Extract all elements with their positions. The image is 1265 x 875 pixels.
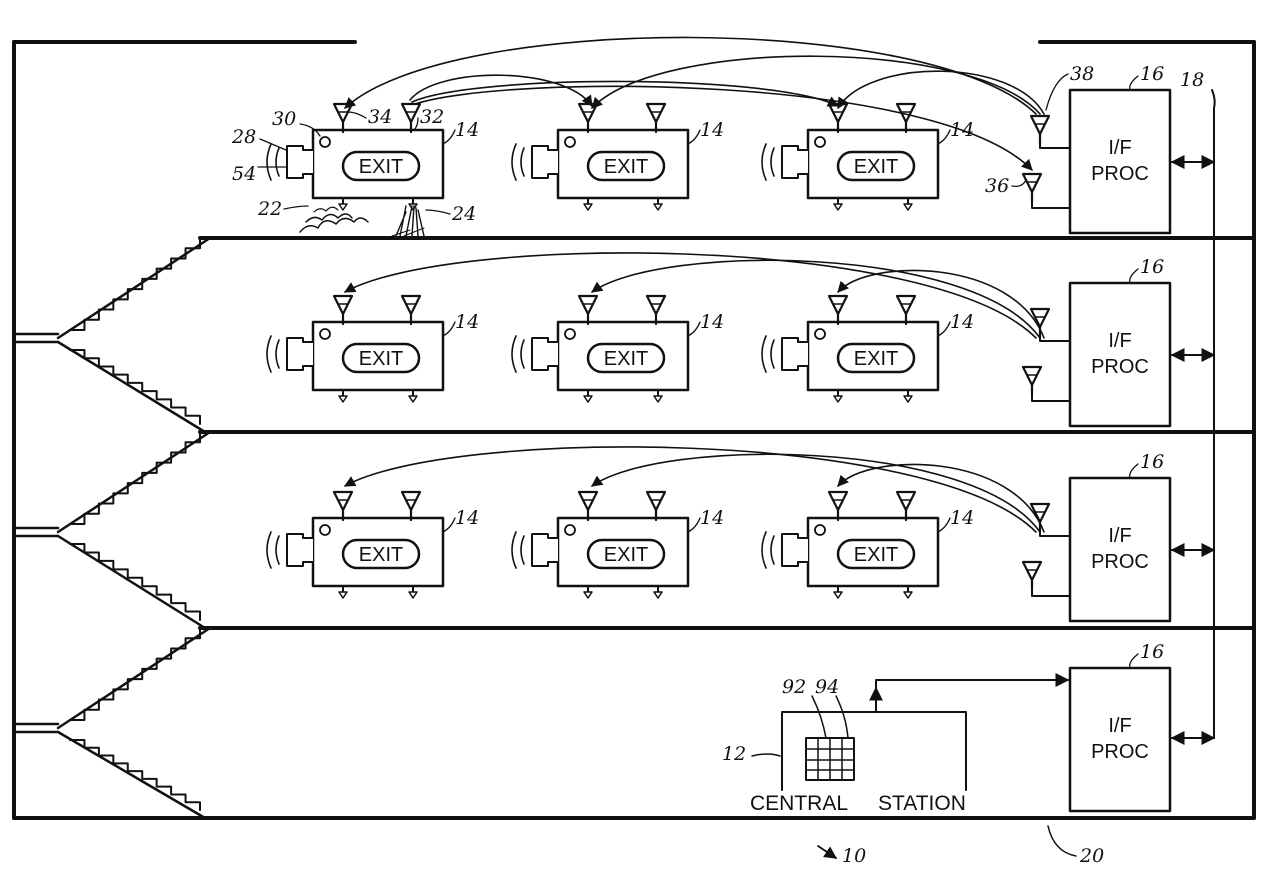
- ref-14: 14: [455, 119, 479, 141]
- ref-20: 20: [1079, 845, 1104, 867]
- proc-label-if: I/F: [1108, 330, 1131, 352]
- ref-16: 16: [1140, 256, 1164, 278]
- ref-18: 18: [1180, 69, 1204, 91]
- exit-unit: EXIT 14: [511, 490, 724, 599]
- ref-14: 14: [700, 119, 724, 141]
- exit-unit: EXIT 14: [266, 294, 479, 403]
- reference-numerals: 30 34 32 28 54 22 24 38 36 18 92 94 12 1…: [231, 63, 1204, 867]
- exit-sign-text: EXIT: [359, 156, 403, 178]
- ref-30: 30: [272, 108, 296, 130]
- proc-label-proc: PROC: [1091, 551, 1149, 573]
- keypad-grid: [805, 737, 855, 781]
- proc-label-proc: PROC: [1091, 741, 1149, 763]
- station-label: STATION: [878, 792, 966, 815]
- building-outline: [12, 40, 1256, 820]
- exit-unit: EXIT 14: [511, 102, 724, 211]
- exit-unit: EXIT 14: [761, 294, 974, 403]
- if-processor: I/F PROC 16: [1021, 256, 1172, 428]
- ref-34: 34: [368, 106, 392, 128]
- exit-sign-text: EXIT: [359, 348, 403, 370]
- if-processor: I/F PROC 16: [1021, 63, 1172, 235]
- exit-sign-text: EXIT: [854, 544, 898, 566]
- proc-label-if: I/F: [1108, 137, 1131, 159]
- ref-16: 16: [1140, 451, 1164, 473]
- exit-sign-text: EXIT: [604, 156, 648, 178]
- ref-28: 28: [231, 126, 256, 148]
- stairwell: [12, 236, 212, 820]
- ref-16: 16: [1140, 641, 1164, 663]
- ref-24: 24: [451, 203, 476, 225]
- exit-units: EXIT14EXIT14EXIT14EXIT14EXIT14EXIT14EXIT…: [266, 102, 974, 599]
- exit-sign-text: EXIT: [854, 348, 898, 370]
- if-processor: I/F PROC 16: [1068, 641, 1172, 813]
- ref-22: 22: [257, 198, 282, 220]
- proc-label-if: I/F: [1108, 715, 1131, 737]
- exit-unit: EXIT 14: [761, 490, 974, 599]
- exit-sign-text: EXIT: [604, 348, 648, 370]
- exit-sign-text: EXIT: [359, 544, 403, 566]
- exit-sign-text: EXIT: [604, 544, 648, 566]
- ref-14: 14: [700, 507, 724, 529]
- proc-label-if: I/F: [1108, 525, 1131, 547]
- ref-10: 10: [842, 845, 866, 867]
- smoke-detection: [299, 205, 425, 237]
- central-label: CENTRAL: [750, 792, 848, 815]
- ref-14: 14: [950, 507, 974, 529]
- wireless-links: [344, 36, 1045, 533]
- ref-14: 14: [700, 311, 724, 333]
- ref-16: 16: [1140, 63, 1164, 85]
- exit-unit: EXIT 14: [511, 294, 724, 403]
- central-station: CENTRAL STATION: [750, 673, 1070, 815]
- ref-14: 14: [455, 311, 479, 333]
- ref-92: 92: [782, 676, 806, 698]
- ref-14: 14: [950, 311, 974, 333]
- exit-sign-text: EXIT: [854, 156, 898, 178]
- ref-32: 32: [420, 106, 444, 128]
- ref-12: 12: [722, 743, 746, 765]
- ref-38: 38: [1070, 63, 1094, 85]
- ref-36: 36: [985, 175, 1009, 197]
- exit-unit: EXIT 14: [266, 490, 479, 599]
- exit-unit: EXIT 14: [266, 102, 479, 211]
- proc-label-proc: PROC: [1091, 356, 1149, 378]
- ref-14: 14: [455, 507, 479, 529]
- if-processor: I/F PROC 16: [1021, 451, 1172, 623]
- proc-label-proc: PROC: [1091, 163, 1149, 185]
- communication-bus: [1170, 89, 1216, 745]
- ref-54: 54: [232, 163, 256, 185]
- ref-94: 94: [815, 676, 839, 698]
